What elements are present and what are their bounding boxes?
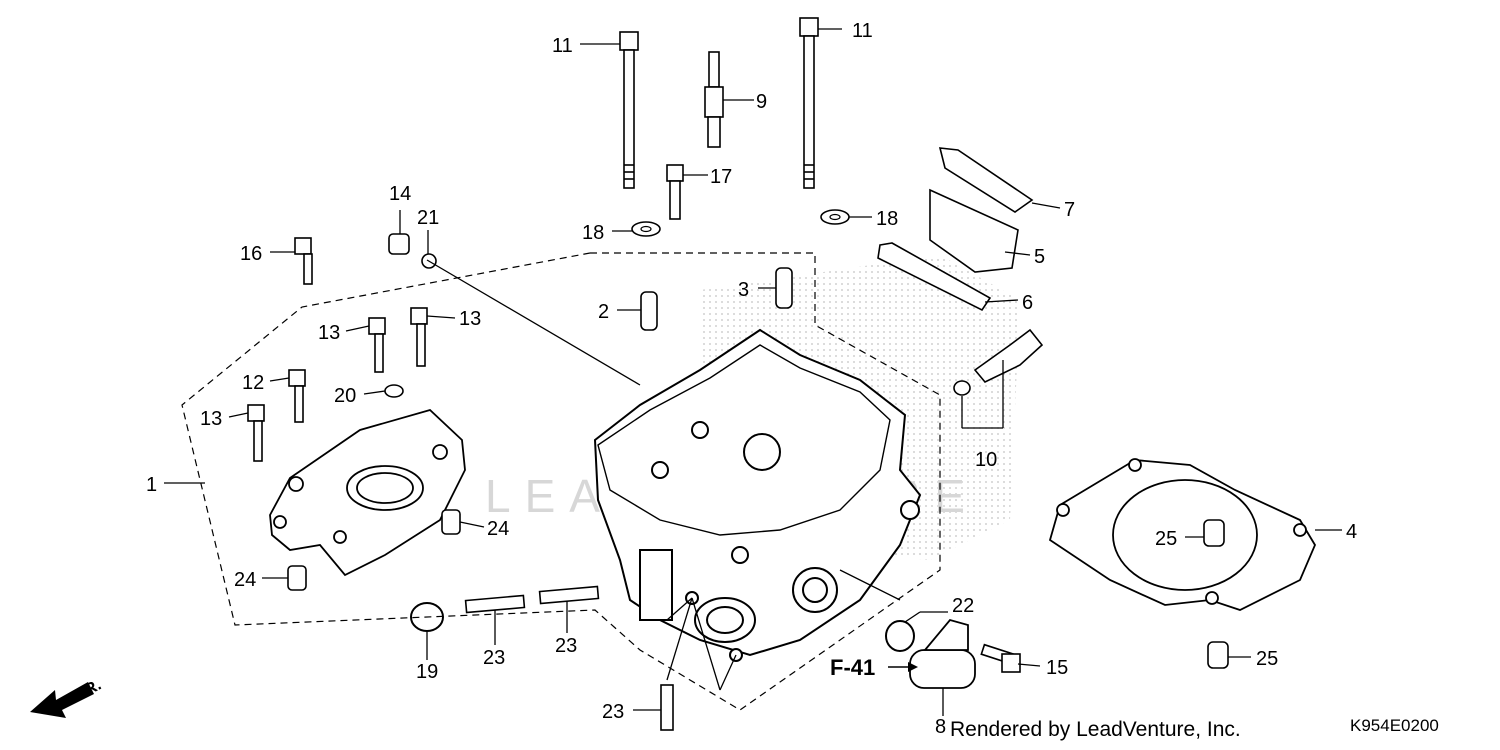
front-direction-arrow: FR. — [30, 677, 104, 718]
bolt-11-left — [619, 31, 639, 189]
leader-lines — [164, 28, 1342, 716]
render-credit: Rendered by LeadVenture, Inc. — [950, 718, 1241, 741]
callout-18-left: 18 — [582, 222, 604, 244]
bolt-13-top-right — [410, 307, 428, 367]
callout-16: 16 — [240, 243, 262, 265]
callout-25-upper: 25 — [1155, 528, 1177, 550]
plug-14 — [388, 233, 410, 255]
bolt-15 — [980, 643, 1021, 673]
bolt-16 — [294, 237, 313, 285]
stud-bolt-23-c — [660, 684, 674, 731]
diagram-code: K954E0200 — [1350, 716, 1439, 735]
dowel-pin-3 — [775, 267, 793, 309]
o-ring-21 — [410, 602, 444, 632]
bolt-17 — [666, 164, 684, 220]
callout-11-right: 11 — [852, 20, 873, 42]
stud-bolt-23-b — [538, 585, 600, 605]
spark-plug — [704, 51, 724, 148]
callout-8: 8 — [935, 716, 946, 738]
callout-12: 12 — [242, 372, 264, 394]
reference-label: F-41 — [830, 655, 875, 680]
callout-24-upper: 24 — [487, 518, 509, 540]
callout-7: 7 — [1064, 199, 1075, 221]
temperature-sensor — [953, 328, 1044, 396]
callout-1: 1 — [146, 474, 157, 496]
callout-15: 15 — [1046, 657, 1068, 679]
callout-24-lower: 24 — [234, 569, 256, 591]
callout-13-top-left: 13 — [318, 322, 340, 344]
stud-bolt-23-a — [464, 594, 526, 614]
bolt-11-right — [799, 17, 819, 189]
washer-18-left — [631, 221, 661, 237]
callout-5: 5 — [1034, 246, 1045, 268]
callout-6: 6 — [1022, 292, 1033, 314]
bolt-13-top-left — [368, 317, 386, 373]
callout-10: 10 — [975, 449, 997, 471]
callout-23-a: 23 — [483, 647, 505, 669]
reference-arrowhead — [908, 662, 918, 672]
callout-23-b: 23 — [555, 635, 577, 657]
callout-20: 21 — [417, 207, 439, 229]
callout-14: 14 — [389, 183, 411, 205]
callout-4: 4 — [1346, 521, 1357, 543]
washer-18-left-hole — [640, 225, 652, 233]
washer-18-right — [820, 209, 850, 225]
callout-3: 3 — [738, 279, 749, 301]
cylinder-head — [593, 328, 922, 662]
callout-19: 20 — [334, 385, 356, 407]
callout-25-lower: 25 — [1256, 648, 1278, 670]
washer-19 — [384, 384, 404, 398]
bolt-12 — [288, 369, 306, 423]
callout-21: 19 — [416, 661, 438, 683]
cam-chain-guide-set — [877, 147, 1034, 312]
cylinder-head-dashed-outline — [181, 252, 941, 711]
dowel-24-lower — [287, 565, 307, 591]
camshaft-holder — [269, 408, 466, 577]
callout-13-top-right: 13 — [459, 308, 481, 330]
bolt-13-left — [247, 404, 265, 462]
callout-23-c: 23 — [602, 701, 624, 723]
dowel-pin-2 — [640, 291, 658, 331]
callout-2: 2 — [598, 301, 609, 323]
callout-13-left: 13 — [200, 408, 222, 430]
water-fitting-8 — [909, 618, 976, 689]
washer-18-right-hole — [829, 213, 841, 221]
callout-17: 17 — [710, 166, 732, 188]
dowel-25-upper — [1203, 519, 1225, 547]
callout-18-right: 18 — [876, 208, 898, 230]
cylinder-head-gasket — [1048, 458, 1317, 611]
o-ring-22 — [885, 620, 915, 652]
callout-22: 22 — [952, 595, 974, 617]
callout-11-left: 11 — [552, 35, 573, 57]
callout-9: 9 — [756, 91, 767, 113]
dowel-25-lower — [1207, 641, 1229, 669]
dowel-24-upper — [441, 509, 461, 535]
